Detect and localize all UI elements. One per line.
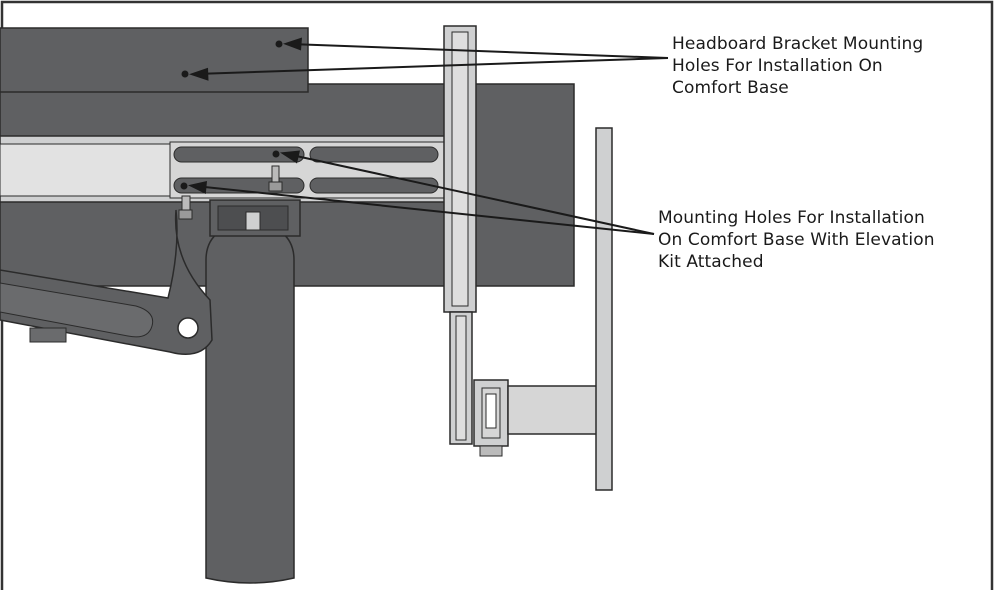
post-clamp-latch [245, 211, 261, 231]
leg-arm-inner [0, 282, 154, 338]
vertical-bracket-lower-inner [455, 315, 467, 441]
leader-elevation-lower [194, 185, 655, 235]
callout-elevation-line-3: Kit Attached [658, 252, 764, 272]
horizontal-connector [507, 385, 599, 435]
vertical-bracket-upper-inner [451, 31, 469, 307]
arm-foot [29, 327, 67, 343]
slot-hole-lower [180, 182, 188, 190]
channel-inner [0, 143, 171, 197]
callout-headboard-line-1: Headboard Bracket Mounting [672, 34, 924, 54]
leader-elevation-upper [286, 153, 655, 235]
bracket-clamp-slot [485, 393, 497, 429]
bracket-clamp-bolt [479, 445, 503, 457]
callout-headboard-line-2: Holes For Installation On [672, 56, 883, 76]
slot-bolt-nut [268, 181, 283, 192]
callout-headboard-holes: Headboard Bracket Mounting Holes For Ins… [672, 33, 923, 99]
arrowhead-headboard-lower [189, 67, 209, 81]
arrowhead-headboard-upper [283, 37, 302, 51]
slot-hole-upper [272, 150, 280, 158]
arrowhead-elevation-lower [188, 181, 207, 194]
leader-headboard-lower [195, 57, 669, 75]
leg-post [205, 221, 295, 584]
arrowhead-elevation-upper [280, 150, 300, 164]
bracket-mounting-hole-upper [275, 40, 283, 48]
mounting-slot-upper-left [173, 146, 305, 163]
bracket-mounting-hole-lower [181, 70, 189, 78]
leader-headboard-upper [289, 43, 669, 59]
callout-elevation-line-2: On Comfort Base With Elevation [658, 230, 935, 250]
leader-lines [188, 37, 669, 235]
headboard-bracket-plate [0, 27, 309, 93]
headboard-post [595, 127, 613, 491]
callout-headboard-line-3: Comfort Base [672, 78, 789, 98]
mounting-slot-upper-right [309, 146, 439, 163]
mounting-slot-lower-right [309, 177, 439, 194]
pivot-hole [177, 317, 199, 339]
underside-bolt-nut [178, 209, 193, 220]
callout-elevation-holes: Mounting Holes For Installation On Comfo… [658, 207, 935, 273]
slot-bolt [271, 165, 280, 183]
callout-elevation-line-1: Mounting Holes For Installation [658, 208, 925, 228]
underside-bolt [181, 195, 191, 211]
